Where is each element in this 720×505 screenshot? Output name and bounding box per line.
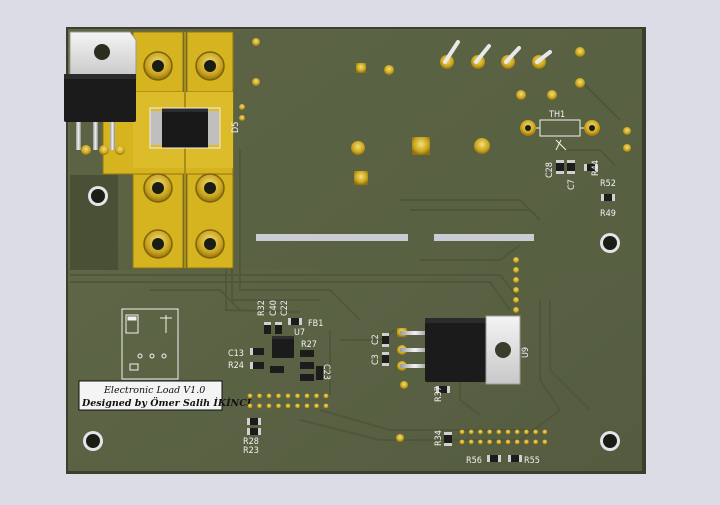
pin-pad: [257, 403, 262, 409]
label-r49: R49: [600, 209, 616, 219]
pin-pad: [295, 403, 300, 409]
pin-pad: [514, 429, 520, 435]
label-c28: C28: [545, 162, 555, 178]
pin-pad: [478, 429, 483, 435]
pin-pad: [533, 429, 538, 435]
pin-pad: [304, 403, 310, 409]
label-c13: C13: [228, 349, 244, 359]
silk-logo-graphic: [121, 308, 179, 380]
pin-pad: [496, 429, 502, 435]
pin-pad: [247, 393, 253, 399]
pin-grid-bottom-left: [247, 393, 329, 409]
pin-pad: [542, 429, 548, 435]
label-c7: C7: [567, 179, 577, 190]
label-d5: D5: [231, 122, 241, 133]
pin-pad: [487, 429, 492, 435]
pin-pad: [257, 393, 262, 399]
pin-pad: [459, 439, 465, 445]
label-r28: R28: [243, 437, 259, 447]
pin-pad: [496, 439, 502, 445]
pin-pad: [314, 393, 319, 399]
label-th1: TH1: [548, 110, 565, 120]
pin-pad: [524, 439, 529, 445]
banner-box: Electronic Load V1.0 Designed by Ömer Sa…: [78, 380, 252, 411]
label-c3: C3: [371, 354, 381, 365]
pin-pad: [533, 439, 538, 445]
small-pads: [239, 38, 631, 442]
terminal-pads: [143, 51, 225, 259]
header-right-middle: [513, 257, 519, 313]
pin-grid-bottom-right: [459, 429, 548, 445]
smd-right-group: C28 C7 R44 R52 R49: [545, 160, 616, 219]
pin-pad: [505, 439, 511, 445]
resistor-r37: R37: [434, 386, 450, 402]
label-c40: C40: [269, 300, 279, 316]
label-u7: U7: [294, 328, 305, 338]
pin-pad: [323, 393, 329, 399]
pin-pad: [524, 429, 529, 435]
pin-pad: [505, 429, 511, 435]
to220-regulator-top-left: [64, 31, 137, 155]
label-r56: R56: [466, 456, 482, 466]
pin-pad: [266, 403, 272, 409]
pin-pad: [304, 393, 310, 399]
pin-pad: [459, 429, 465, 435]
label-r37: R37: [434, 386, 444, 402]
pin-pad: [285, 403, 291, 409]
pin-pad: [468, 429, 474, 435]
pin-pad: [323, 403, 329, 409]
banner-line1: Electronic Load V1.0: [103, 385, 205, 396]
pin-pad: [314, 403, 319, 409]
mounting-holes: [83, 186, 620, 451]
pin-pad: [276, 403, 281, 409]
caps-c2-c3: C2 C3: [371, 333, 389, 366]
pin-pad: [514, 439, 520, 445]
to220-u9: U9: [397, 315, 531, 385]
thermistor-th1: TH1: [520, 110, 600, 151]
bottom-resistors: R28 R23 R34 R56 R55: [243, 418, 540, 466]
label-r23: R23: [243, 446, 259, 456]
pin-pad: [247, 403, 253, 409]
slots: [256, 234, 534, 241]
u7-area: R32 C40 C22 FB1 U7 R27 C13 R24 C23: [228, 300, 331, 381]
label-c2: C2: [371, 334, 381, 345]
label-r34: R34: [434, 430, 444, 446]
header-pins-top: [440, 40, 552, 69]
label-r55: R55: [524, 456, 540, 466]
pin-pad: [478, 439, 483, 445]
pin-pad: [542, 439, 548, 445]
label-r27: R27: [301, 340, 317, 350]
label-c22: C22: [280, 300, 290, 316]
label-r52: R52: [600, 179, 616, 189]
banner-line2: Designed by Ömer Salih İKİNCİ: [81, 396, 252, 409]
pin-pad: [468, 439, 474, 445]
label-fb1: FB1: [308, 319, 323, 329]
diode-d5: D5: [149, 107, 241, 149]
label-c23: C23: [321, 364, 331, 380]
pin-pad: [266, 393, 272, 399]
label-r32: R32: [257, 300, 267, 316]
pin-pad: [295, 393, 300, 399]
label-r44: R44: [591, 160, 601, 176]
label-r24: R24: [228, 361, 244, 371]
pin-pad: [285, 393, 291, 399]
pin-pad: [487, 439, 492, 445]
label-u9: U9: [521, 347, 531, 358]
pin-pad: [276, 393, 281, 399]
